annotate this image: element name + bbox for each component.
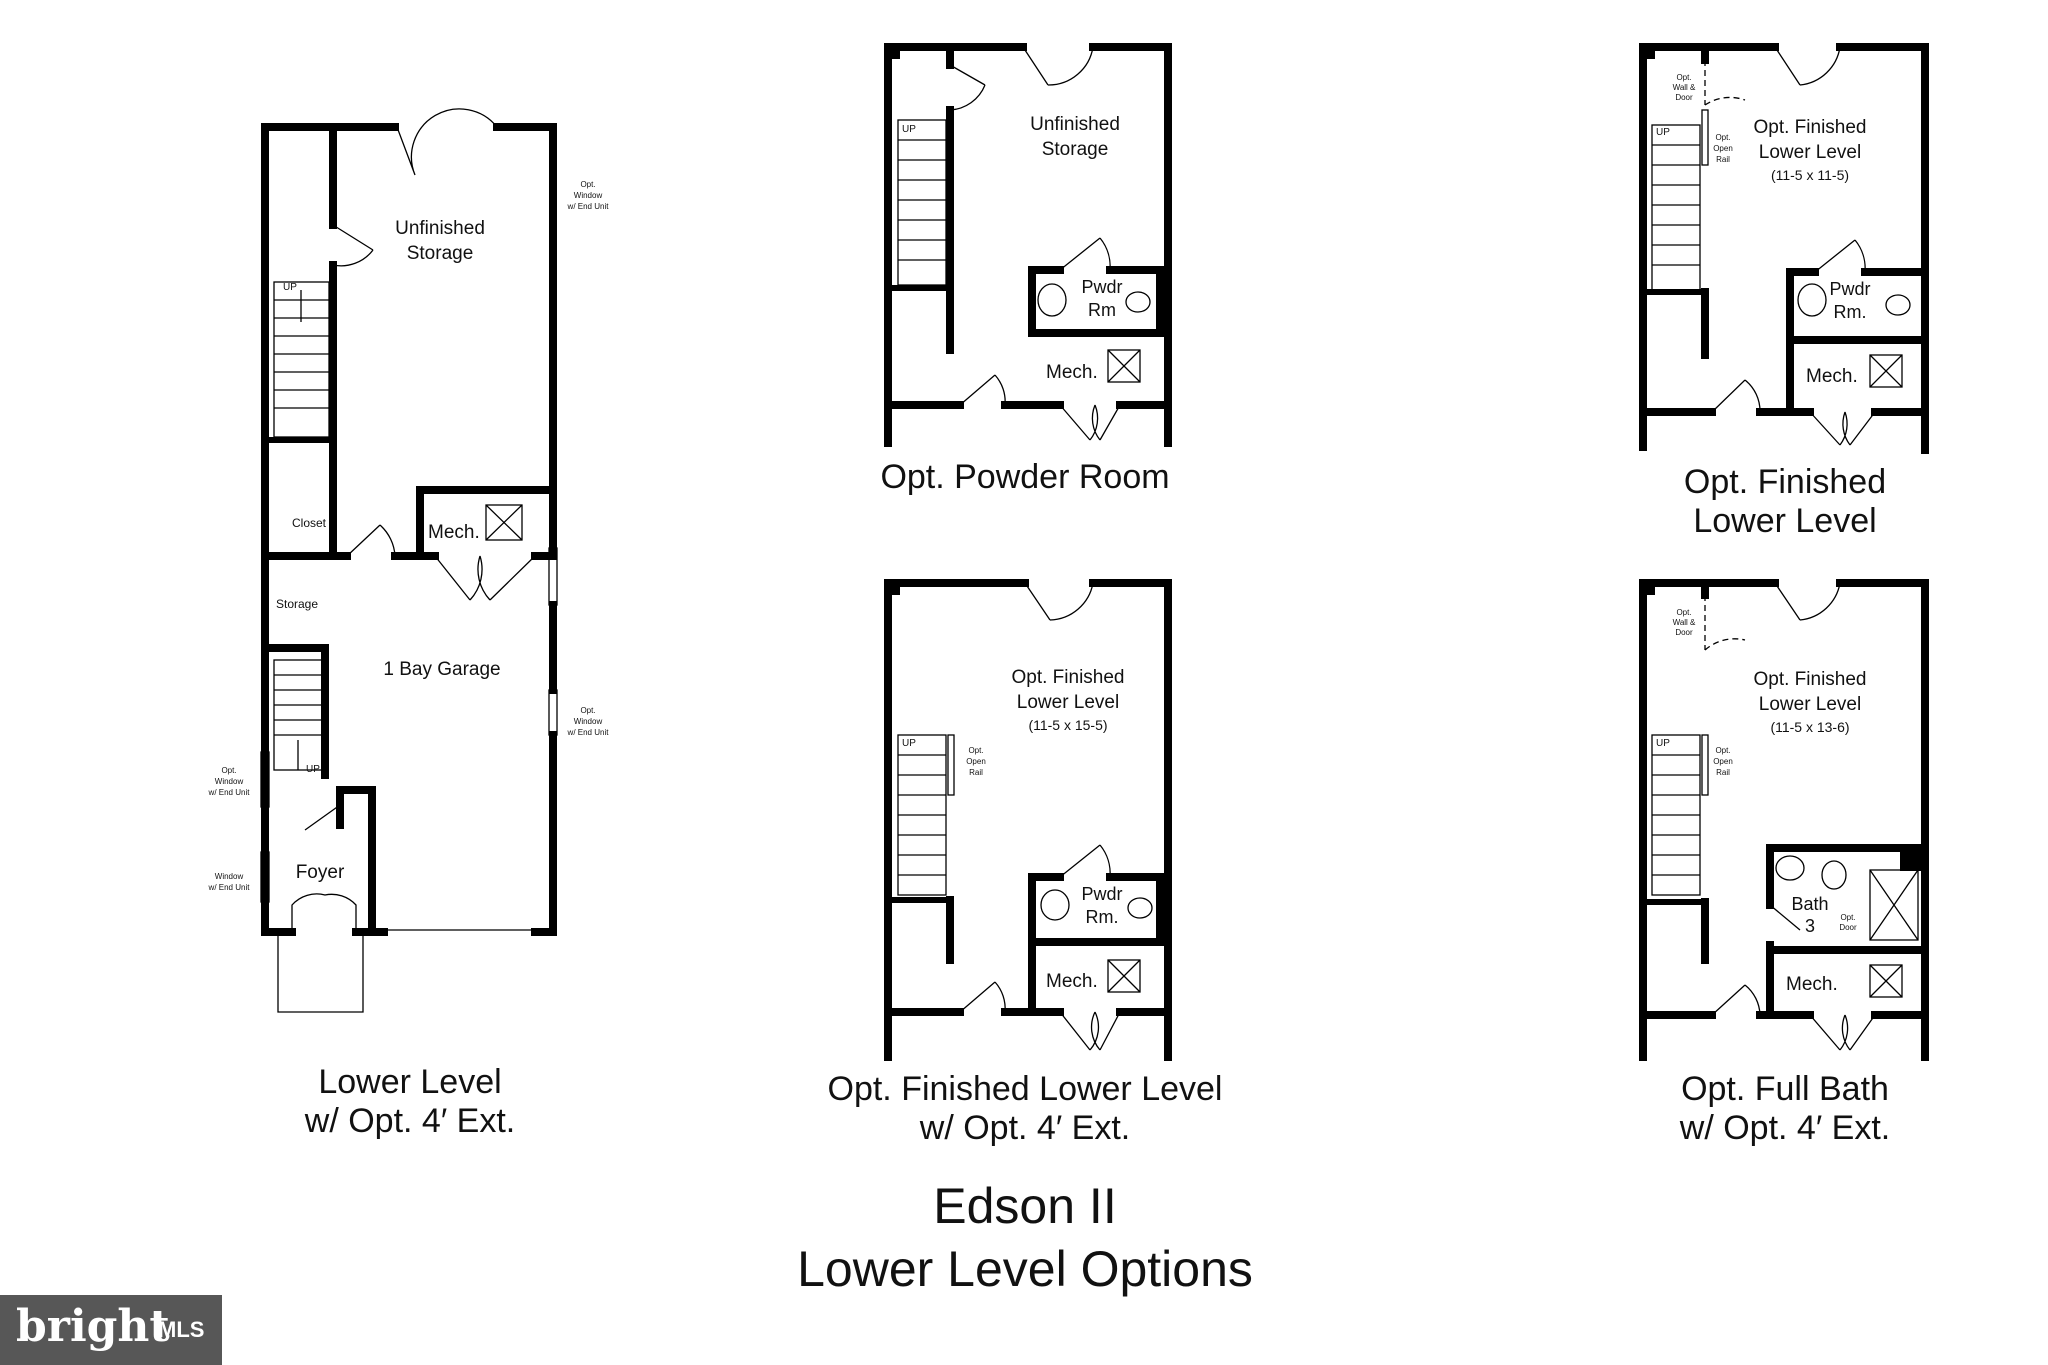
label-foyer: Foyer (296, 862, 345, 883)
label-opt-open-rail: Rail (969, 768, 983, 777)
label-opt-open-rail: Open (1713, 144, 1733, 153)
label-up: UP (902, 124, 916, 135)
label-finished-room: Opt. Finished (1754, 117, 1867, 138)
label-room-dimensions: (11-5 x 13-6) (1770, 719, 1849, 735)
plan-powder-room (884, 43, 1172, 447)
plan-finished-lower (1639, 43, 1929, 454)
label-opt-open-rail: Rail (1716, 155, 1730, 164)
label-unfinished-storage: Storage (407, 243, 474, 264)
label-opt-open-rail: Opt. (1715, 133, 1730, 142)
label-mech: Mech. (1046, 971, 1098, 992)
caption-line: Opt. Finished (1683, 463, 1887, 501)
watermark-word: bright (16, 1301, 170, 1352)
caption-finished-lower-ext: Opt. Finished Lower Level w/ Opt. 4′ Ext… (760, 1070, 1290, 1148)
label-opt-window: Window (574, 191, 603, 200)
label-unfinished-storage: Unfinished (395, 218, 485, 239)
label-up: UP (902, 738, 916, 749)
label-garage: 1 Bay Garage (383, 659, 500, 680)
label-opt-open-rail: Opt. (968, 746, 983, 755)
label-finished-room: Opt. Finished (1012, 667, 1125, 688)
title-line: Edson II (933, 1178, 1117, 1234)
label-opt-window: w/ End Unit (208, 788, 251, 797)
label-opt-door: Door (1839, 923, 1857, 932)
label-pwdr-rm: Pwdr (1081, 884, 1122, 904)
label-opt-window: Opt. (580, 706, 595, 715)
label-closet: Closet (292, 516, 327, 530)
label-finished-room: Opt. Finished (1754, 669, 1867, 690)
label-mech: Mech. (1786, 974, 1838, 995)
label-up: UP (283, 282, 297, 293)
caption-line: w/ Opt. 4′ Ext. (919, 1109, 1131, 1148)
label-up: UP (306, 764, 320, 775)
label-room-dimensions: (11-5 x 11-5) (1771, 167, 1849, 183)
label-opt-window: Opt. (580, 180, 595, 189)
plan-full-bath-ext (1639, 579, 1929, 1061)
page-title: Edson II Lower Level Options (640, 1175, 1410, 1300)
label-mech: Mech. (1806, 366, 1858, 387)
caption-line: Opt. Powder Room (880, 458, 1170, 496)
label-window: Window (215, 872, 244, 881)
label-pwdr-rm: Rm. (1086, 907, 1119, 927)
label-opt-door: Opt. (1840, 913, 1855, 922)
caption-line: Opt. Full Bath (1681, 1070, 1889, 1108)
label-opt-wall-door: Door (1675, 93, 1693, 102)
caption-line: Lower Level (318, 1063, 502, 1101)
label-opt-open-rail: Open (1713, 757, 1733, 766)
label-pwdr-rm: Rm (1088, 300, 1116, 320)
caption-line: Lower Level (1693, 502, 1877, 541)
caption-full-bath-ext: Opt. Full Bath w/ Opt. 4′ Ext. (1600, 1070, 1970, 1148)
caption-powder-room: Opt. Powder Room (820, 458, 1230, 497)
label-opt-open-rail: Open (966, 757, 986, 766)
label-opt-wall-door: Wall & (1673, 83, 1696, 92)
label-pwdr-rm: Pwdr (1829, 279, 1870, 299)
label-up: UP (1656, 738, 1670, 749)
label-room-dimensions: (11-5 x 15-5) (1028, 717, 1107, 733)
label-unfinished-storage: Storage (1042, 139, 1109, 160)
plan-lower-level (260, 108, 558, 1013)
label-opt-window: w/ End Unit (567, 728, 610, 737)
label-opt-wall-door: Opt. (1676, 608, 1691, 617)
title-line: Lower Level Options (797, 1240, 1253, 1297)
label-finished-room: Lower Level (1759, 694, 1861, 715)
label-window: w/ End Unit (208, 883, 251, 892)
plan-finished-lower-ext (884, 579, 1172, 1061)
label-opt-wall-door: Opt. (1676, 73, 1691, 82)
caption-finished-lower: Opt. Finished Lower Level (1600, 463, 1970, 541)
bright-mls-watermark: bright MLS (0, 1295, 222, 1365)
caption-line: w/ Opt. 4′ Ext. (1679, 1109, 1891, 1148)
label-opt-window: w/ End Unit (567, 202, 610, 211)
label-opt-window: Window (574, 717, 603, 726)
label-mech: Mech. (428, 522, 480, 543)
label-opt-window: Window (215, 777, 244, 786)
label-bath: 3 (1805, 916, 1815, 936)
label-pwdr-rm: Rm. (1834, 302, 1867, 322)
label-finished-room: Lower Level (1759, 142, 1861, 163)
label-opt-open-rail: Opt. (1715, 746, 1730, 755)
label-finished-room: Lower Level (1017, 692, 1119, 713)
label-storage: Storage (276, 597, 318, 611)
caption-lower-level: Lower Level w/ Opt. 4′ Ext. (230, 1063, 590, 1141)
label-opt-open-rail: Rail (1716, 768, 1730, 777)
label-pwdr-rm: Pwdr (1081, 277, 1122, 297)
label-unfinished-storage: Unfinished (1030, 114, 1120, 135)
watermark-suffix: MLS (158, 1317, 205, 1342)
label-opt-wall-door: Door (1675, 628, 1693, 637)
caption-line: Opt. Finished Lower Level (827, 1070, 1223, 1108)
label-opt-wall-door: Wall & (1673, 618, 1696, 627)
label-mech: Mech. (1046, 362, 1098, 383)
caption-line: w/ Opt. 4′ Ext. (304, 1102, 516, 1141)
label-up: UP (1656, 127, 1670, 138)
label-bath: Bath (1791, 894, 1828, 914)
label-opt-window: Opt. (221, 766, 236, 775)
